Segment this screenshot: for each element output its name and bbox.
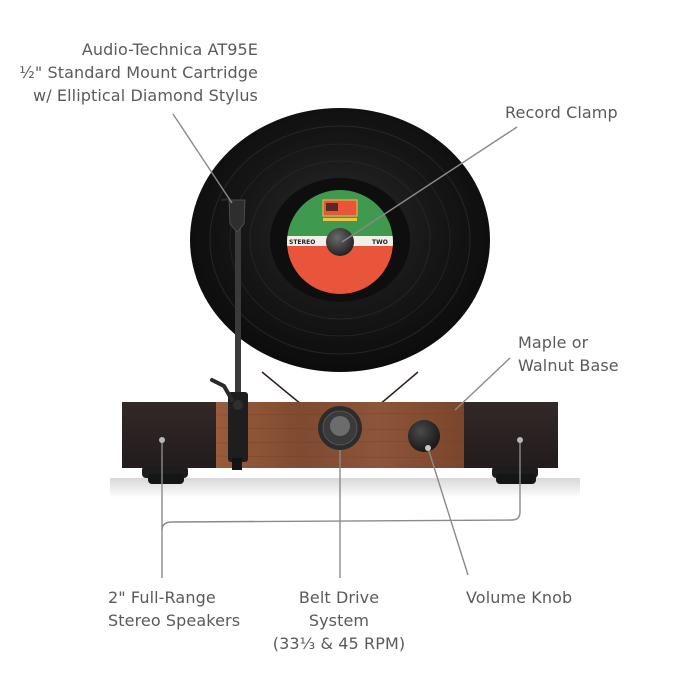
callout-text: System — [308, 611, 370, 630]
callout-text: (33⅓ & 45 RPM) — [272, 634, 406, 653]
callout-text: 2" Full-Range — [108, 588, 216, 607]
callout-text: Walnut Base — [518, 356, 619, 375]
callout-text: Volume Knob — [466, 588, 573, 607]
callout-text: Stereo Speakers — [108, 611, 241, 630]
callout-text: Audio-Technica AT95E — [81, 40, 258, 59]
callout-label-belt-drive: Belt Drive System (33⅓ & 45 RPM) — [268, 586, 410, 655]
callout-text: Record Clamp — [505, 103, 618, 122]
callout-text: Maple or — [518, 333, 589, 352]
speaker-right — [464, 402, 558, 468]
callout-text: ½" Standard Mount Cartridge — [19, 63, 258, 82]
callout-line-cartridge — [172, 113, 233, 204]
belt-drive-pulley — [318, 406, 362, 450]
callout-label-speakers: 2" Full-Range Stereo Speakers — [108, 586, 240, 632]
callout-text: w/ Elliptical Diamond Stylus — [33, 86, 258, 105]
record-clamp — [326, 228, 354, 256]
callout-text: Belt Drive — [298, 588, 380, 607]
callout-line-speaker-right — [161, 440, 521, 531]
callout-label-cartridge: Audio-Technica AT95E ½" Standard Mount C… — [19, 38, 258, 107]
volume-knob — [408, 420, 440, 452]
callout-label-clamp: Record Clamp — [505, 101, 618, 124]
callout-line-volume — [427, 447, 469, 576]
floor-shadow — [110, 478, 580, 498]
callout-label-base: Maple or Walnut Base — [518, 331, 619, 377]
speaker-left — [122, 402, 216, 468]
callout-line-base — [454, 357, 511, 411]
callout-line-clamp — [341, 126, 518, 243]
cartridge-headshell — [228, 199, 246, 233]
callout-lines — [161, 113, 521, 578]
record-label-right-text: TWO — [372, 239, 388, 246]
tonearm — [210, 198, 248, 470]
record-label-left-text: STEREO — [289, 239, 315, 246]
callout-label-volume: Volume Knob — [466, 586, 572, 609]
